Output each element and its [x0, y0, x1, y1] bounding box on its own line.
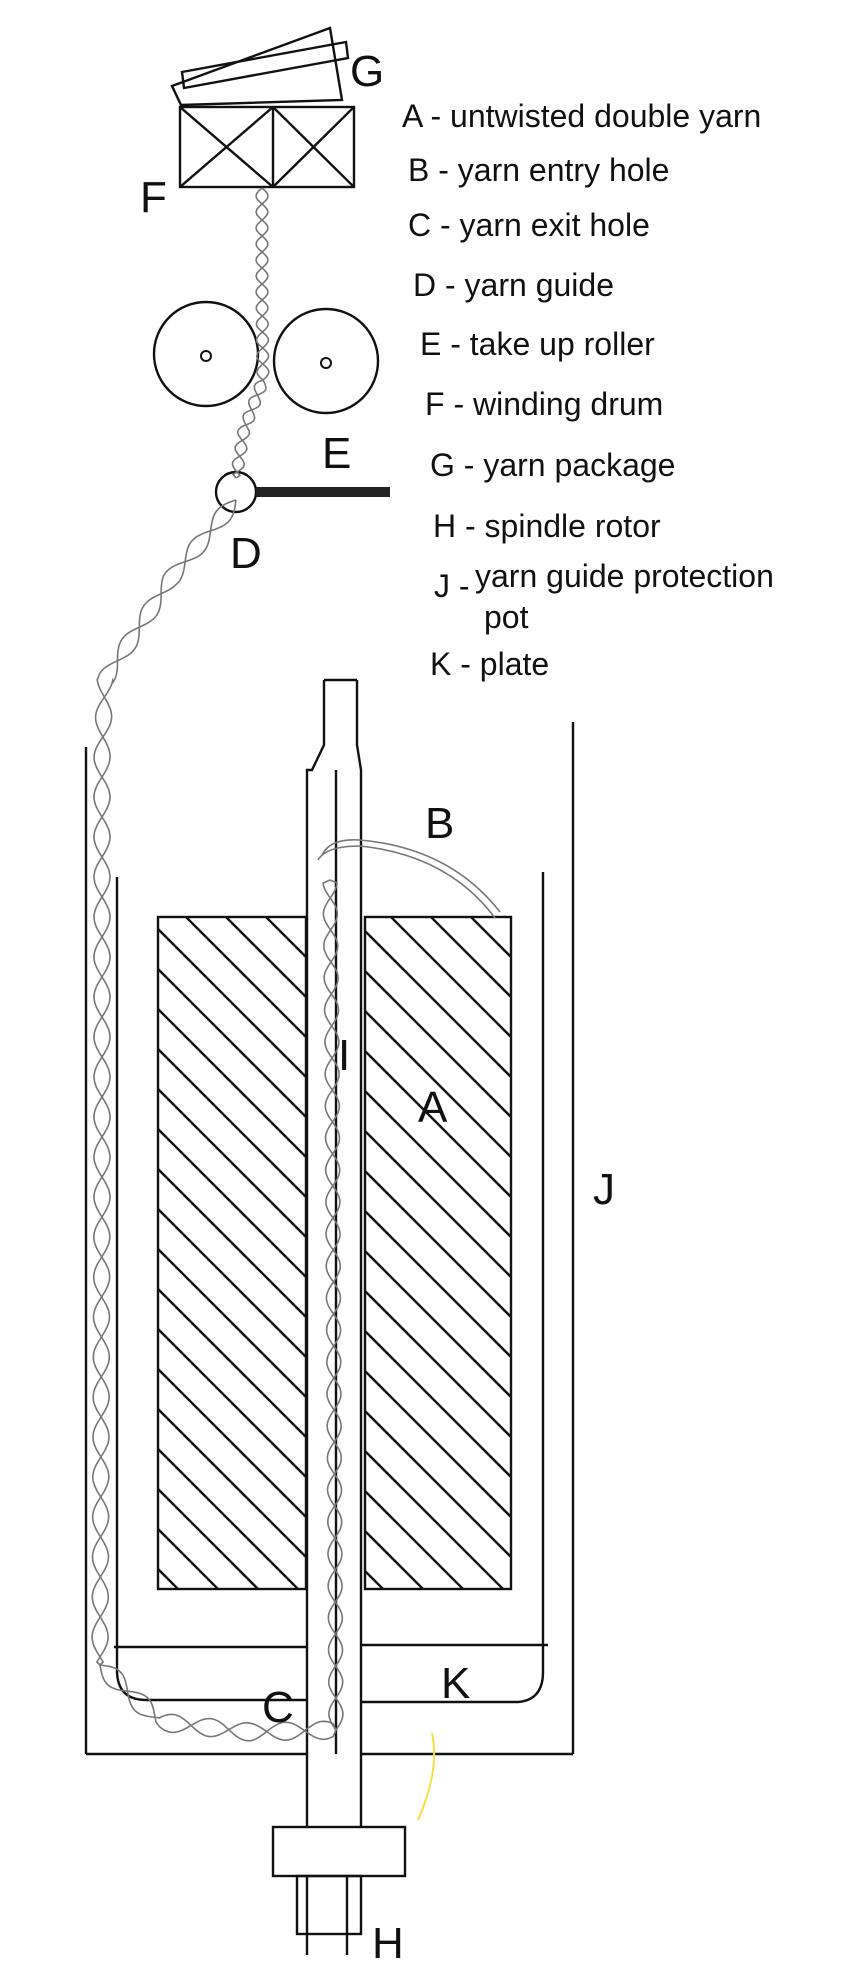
- legend-d: D - yarn guide: [413, 267, 614, 303]
- legend-j-cont: pot: [484, 599, 529, 635]
- hatch-line: [469, 917, 511, 958]
- hatch-line: [158, 1128, 306, 1278]
- spindle-shaft: [305, 678, 363, 1827]
- label-k: K: [441, 1659, 470, 1708]
- hatch-line: [365, 1250, 511, 1398]
- hatch-line: [224, 917, 306, 998]
- hatch-line: [158, 1248, 306, 1398]
- hatch-line: [365, 1290, 511, 1438]
- yarn-strand-line: [322, 879, 344, 1731]
- yarn-guide: [214, 470, 390, 514]
- hatch-line: [158, 1088, 306, 1238]
- hatch-line: [389, 917, 511, 1038]
- hatch-line: [158, 968, 306, 1118]
- hatch-line: [365, 970, 511, 1118]
- hatch-line: [158, 1368, 306, 1518]
- hatch-line: [264, 917, 306, 958]
- legend-h: H - spindle rotor: [433, 508, 661, 544]
- spindle-rotor: [271, 1825, 407, 1955]
- hatch-line: [158, 1528, 220, 1589]
- plate: [114, 872, 548, 1704]
- legend-f: F - winding drum: [425, 386, 663, 422]
- label-e: E: [322, 429, 351, 478]
- hatch-line: [365, 1370, 511, 1518]
- yarn-strand-line: [322, 879, 344, 1731]
- legend-c: C - yarn exit hole: [408, 207, 650, 243]
- yarn-strand-line: [91, 499, 237, 1666]
- legend-b: B - yarn entry hole: [408, 152, 669, 188]
- hatch-line: [365, 1410, 511, 1558]
- hatch-line: [158, 1168, 306, 1318]
- yarn-strand-line: [99, 1664, 337, 1742]
- yarn-strand-line: [99, 1664, 337, 1742]
- legend: A - untwisted double yarn B - yarn entry…: [402, 98, 774, 682]
- yarn-strand-line: [91, 499, 237, 1666]
- label-a: A: [418, 1083, 448, 1132]
- accent-mark: [417, 1732, 436, 1821]
- hatch-line: [158, 1408, 306, 1558]
- hatch-line: [158, 928, 306, 1078]
- label-i: I: [338, 1031, 350, 1080]
- hatch-line: [365, 1130, 511, 1278]
- hatch-line: [365, 1490, 465, 1589]
- hatch-line: [304, 917, 306, 918]
- label-f: F: [140, 173, 167, 222]
- label-c: C: [262, 1683, 294, 1732]
- hatch-line: [365, 1530, 425, 1589]
- hatch-line: [184, 917, 306, 1038]
- hatch-line: [365, 1210, 511, 1358]
- yarn-package-a: [156, 915, 513, 1757]
- winding-drum: [178, 105, 356, 189]
- legend-e: E - take up roller: [420, 326, 655, 362]
- label-h: H: [372, 1919, 404, 1963]
- hatch-line: [429, 917, 511, 998]
- legend-j: yarn guide protection: [475, 558, 774, 594]
- hatch-line: [365, 1170, 511, 1318]
- hatch-line: [365, 1090, 511, 1238]
- hatch-line: [158, 1448, 300, 1589]
- hatch-line: [158, 1328, 306, 1478]
- label-b: B: [425, 799, 454, 848]
- label-g: G: [350, 47, 384, 96]
- legend-g: G - yarn package: [430, 447, 675, 483]
- hatch-line: [365, 1611, 511, 1757]
- hatch-line: [158, 1048, 306, 1198]
- legend-j-prefix: J -: [434, 568, 470, 604]
- hatch-line: [365, 1050, 511, 1198]
- hatch-line: [158, 1488, 260, 1589]
- hatch-line: [365, 1450, 505, 1589]
- yarn-package: [170, 26, 350, 107]
- hatch-line: [365, 1330, 511, 1478]
- yarn-strand-line: [231, 187, 270, 479]
- label-j: J: [593, 1165, 615, 1214]
- hatch-line: [365, 1010, 511, 1158]
- hatch-line: [158, 1288, 306, 1438]
- yarn-entry-hole: [317, 838, 501, 919]
- legend-a: A - untwisted double yarn: [402, 98, 761, 134]
- label-d: D: [230, 529, 262, 578]
- protection-pot: [84, 722, 575, 1756]
- legend-k: K - plate: [430, 646, 549, 682]
- yarn-strand-line: [231, 187, 270, 479]
- hatch-line: [158, 1208, 306, 1358]
- hatch-line: [158, 1008, 306, 1158]
- yarn-strand: [91, 187, 344, 1742]
- hatch-line: [365, 930, 511, 1078]
